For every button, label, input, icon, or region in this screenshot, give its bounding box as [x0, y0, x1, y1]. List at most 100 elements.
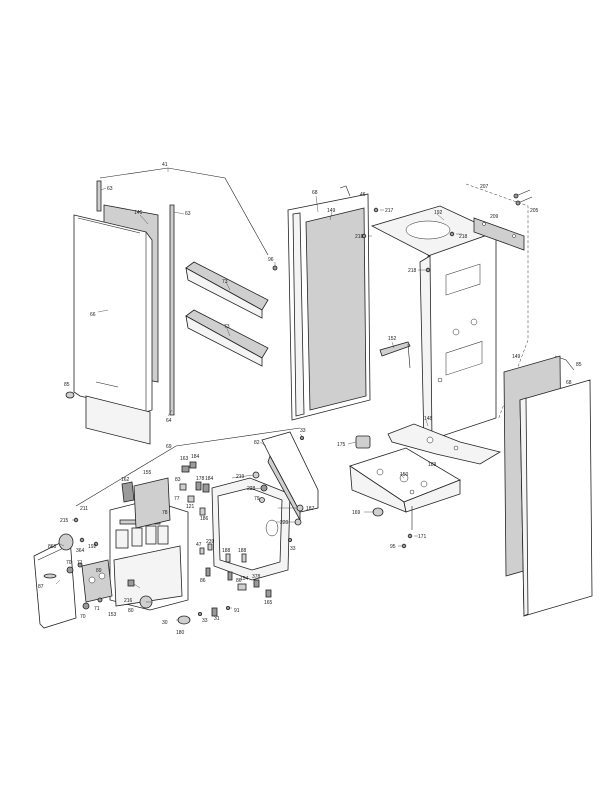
label-209: 209	[490, 214, 499, 220]
screw-85-front	[65, 391, 75, 399]
screw-96	[272, 265, 278, 271]
label-30: 30	[162, 620, 168, 626]
handle-73-upper	[185, 261, 269, 311]
control-panel-group	[33, 427, 319, 629]
part-239	[207, 543, 213, 551]
label-77: 77	[174, 496, 180, 502]
part-163	[181, 465, 190, 473]
label-150: 150	[400, 472, 409, 478]
pcb-155	[133, 477, 171, 529]
label-184b: 184	[205, 476, 214, 482]
bottom-tray-group	[349, 423, 502, 549]
label-153: 153	[108, 612, 117, 618]
part-154	[237, 583, 247, 591]
screw-33-bottom	[197, 612, 202, 617]
label-186: 186	[200, 516, 209, 522]
part-184	[189, 461, 197, 469]
label-192: 192	[434, 210, 443, 216]
knob-70-upper	[66, 566, 74, 574]
part-216	[127, 579, 135, 587]
label-175: 175	[337, 442, 346, 448]
label-171: 171	[418, 534, 427, 540]
screw-95	[401, 543, 407, 549]
part-165	[265, 589, 272, 598]
label-33c: 33	[202, 618, 208, 624]
label-148: 148	[424, 416, 433, 422]
label-169: 169	[352, 510, 361, 516]
wall-bracket-209	[473, 217, 525, 251]
right-side-panel-group	[503, 355, 593, 617]
screw-171	[407, 533, 413, 539]
part-47	[199, 547, 205, 555]
screw-364	[79, 537, 85, 543]
screw-218-left	[361, 233, 367, 239]
label-218b: 218	[459, 234, 468, 240]
label-89: 89	[96, 568, 102, 574]
part-188a	[225, 553, 231, 563]
label-178a: 178	[196, 476, 205, 482]
part-378	[253, 579, 260, 588]
label-163: 163	[180, 456, 189, 462]
label-73a: 73	[222, 279, 228, 285]
part-86a	[205, 567, 211, 577]
part-228	[260, 484, 268, 492]
part-219	[252, 471, 260, 479]
label-95: 95	[390, 544, 396, 550]
part-188b	[241, 553, 247, 563]
part-162	[121, 481, 135, 503]
label-33a: 33	[300, 428, 306, 434]
label-180: 180	[176, 630, 185, 636]
label-63b: 63	[185, 211, 191, 217]
label-217: 217	[385, 208, 394, 214]
label-70b: 70	[80, 614, 86, 620]
label-69: 69	[166, 444, 172, 450]
screw-215	[73, 517, 79, 523]
screws-205	[513, 189, 533, 206]
front-panel-66	[73, 214, 153, 413]
label-71a: 71	[77, 560, 83, 566]
label-68b: 68	[566, 380, 572, 386]
part-175	[355, 435, 371, 449]
front-cover-87	[33, 537, 77, 629]
screw-217	[373, 207, 379, 213]
label-63a: 63	[107, 186, 113, 192]
part-30	[177, 615, 191, 625]
knob-71-lower	[97, 597, 103, 603]
label-189: 189	[428, 462, 437, 468]
part-184b	[202, 483, 210, 493]
label-86b: 86	[236, 578, 242, 584]
part-220	[294, 518, 302, 526]
knob-71-upper	[77, 562, 83, 568]
part-83	[179, 483, 187, 491]
back-frame-group	[339, 183, 533, 445]
label-220: 220	[280, 520, 289, 526]
label-83: 83	[175, 477, 181, 483]
label-68a: 68	[312, 190, 318, 196]
label-364: 364	[76, 548, 85, 554]
label-149a: 149	[327, 208, 336, 214]
label-66: 66	[90, 312, 96, 318]
label-216: 216	[124, 598, 133, 604]
disc-868	[58, 533, 74, 551]
label-85b: 85	[576, 362, 582, 368]
label-80: 80	[128, 608, 134, 614]
part-121	[187, 495, 195, 503]
label-47: 47	[196, 542, 202, 548]
side-strip-63-right	[169, 204, 175, 416]
label-46: 46	[360, 192, 366, 198]
plate-148	[387, 423, 502, 465]
part-186	[199, 507, 206, 516]
label-192b: 192	[88, 544, 97, 550]
label-162: 162	[121, 477, 130, 483]
screw-33-top	[299, 435, 304, 440]
label-121: 121	[186, 504, 195, 510]
label-218c: 218	[408, 268, 417, 274]
back-frame	[427, 231, 497, 441]
bottom-bezel-64	[85, 395, 151, 445]
label-165: 165	[264, 600, 273, 606]
label-79: 79	[254, 496, 260, 502]
label-78: 78	[162, 510, 168, 516]
part-187	[296, 504, 304, 512]
side-panel-68-right	[519, 379, 593, 617]
